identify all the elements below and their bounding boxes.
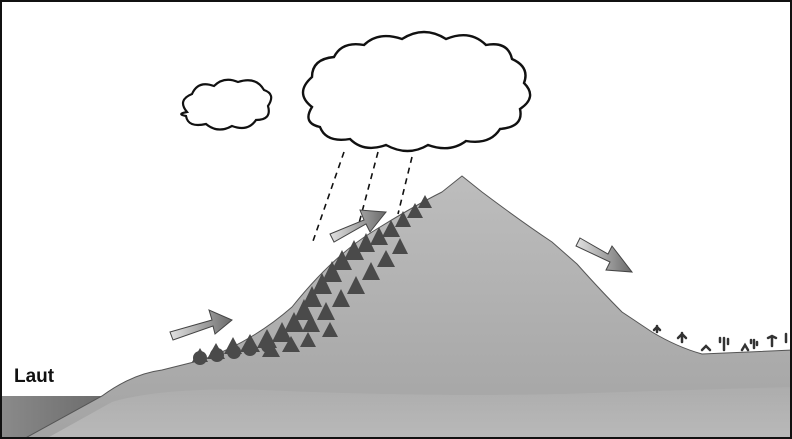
sea-label: Laut xyxy=(14,366,54,388)
wind-arrow-1 xyxy=(170,310,232,340)
cloud-small xyxy=(181,80,271,130)
wind-arrow-3 xyxy=(576,238,632,272)
cloud-large xyxy=(303,32,530,151)
foothill-band xyxy=(42,387,792,439)
